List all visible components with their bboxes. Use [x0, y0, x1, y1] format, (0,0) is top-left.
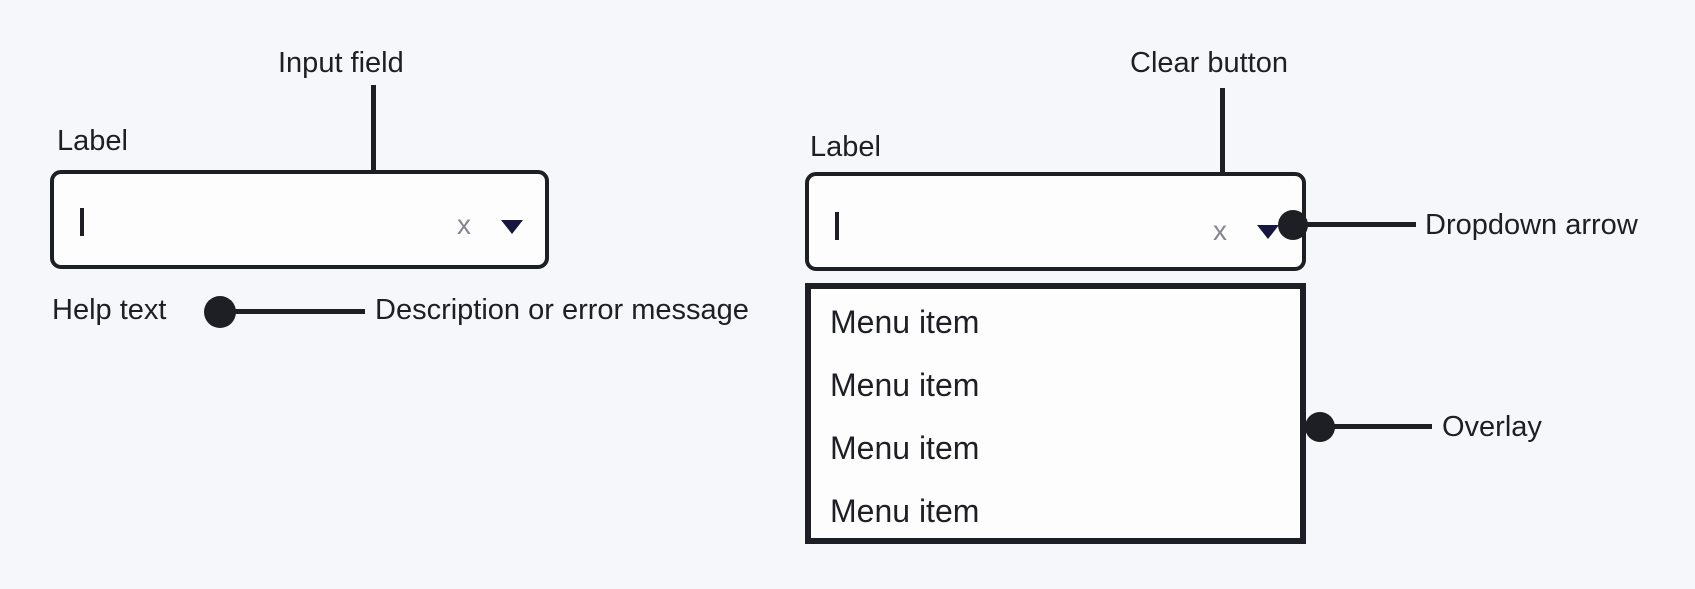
- left-combobox-input[interactable]: x: [50, 170, 549, 269]
- dropdown-arrow-icon[interactable]: [501, 220, 523, 234]
- callout-line-clear-button: [1220, 88, 1225, 202]
- right-combobox-label: Label: [810, 131, 881, 163]
- left-combobox-label: Label: [57, 125, 128, 157]
- callout-line-help-text: [232, 309, 365, 314]
- menu-item[interactable]: Menu item: [830, 430, 980, 466]
- help-text: Help text: [52, 294, 167, 326]
- text-cursor: [835, 212, 839, 240]
- callout-line-dropdown-arrow: [1303, 222, 1416, 227]
- clear-icon[interactable]: x: [457, 209, 471, 240]
- dropdown-arrow-icon[interactable]: [1257, 225, 1279, 239]
- annotation-help-description: Description or error message: [375, 294, 749, 326]
- callout-dot-overlay: [1305, 412, 1335, 442]
- right-combobox-input[interactable]: x: [805, 172, 1306, 271]
- annotation-dropdown-arrow: Dropdown arrow: [1425, 209, 1638, 241]
- annotation-input-field: Input field: [278, 47, 404, 79]
- combobox-menu-overlay: Menu item Menu item Menu item Menu item: [805, 283, 1306, 544]
- menu-item[interactable]: Menu item: [830, 304, 980, 340]
- text-cursor: [80, 208, 84, 236]
- menu-item[interactable]: Menu item: [830, 493, 980, 529]
- clear-icon[interactable]: x: [1213, 215, 1227, 246]
- annotation-overlay: Overlay: [1442, 411, 1542, 443]
- callout-line-overlay: [1332, 424, 1432, 429]
- callout-dot-help-text: [204, 296, 236, 328]
- callout-line-input-field: [371, 85, 376, 198]
- menu-item[interactable]: Menu item: [830, 367, 980, 403]
- annotation-clear-button: Clear button: [1130, 47, 1288, 79]
